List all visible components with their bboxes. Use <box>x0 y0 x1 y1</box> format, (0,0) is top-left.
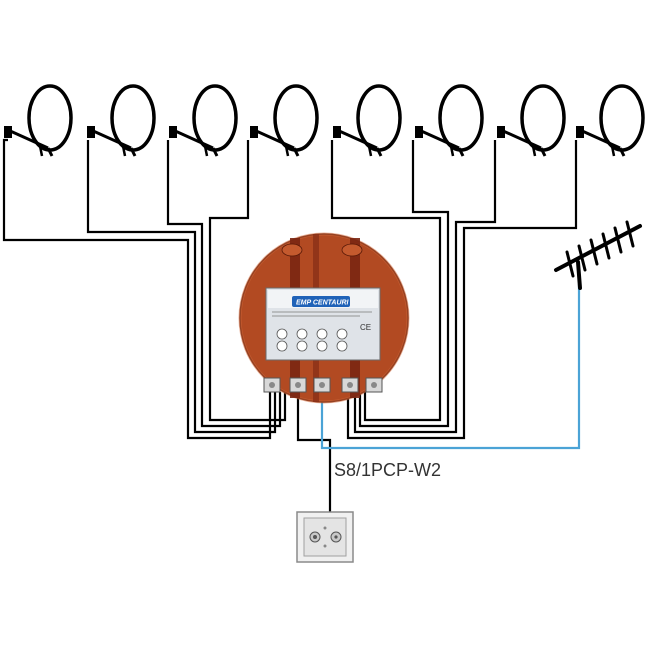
dish-5-icon <box>333 84 402 157</box>
ce-mark: CE <box>360 323 371 332</box>
f-connector-pin <box>295 382 301 388</box>
label-socket <box>316 340 328 352</box>
label-sockets <box>276 328 348 352</box>
dish-7-icon <box>497 84 566 157</box>
cable-output <box>296 392 332 512</box>
label-socket <box>296 340 308 352</box>
terrestrial-cable <box>320 284 581 450</box>
label-socket <box>336 340 348 352</box>
cable-dish-1 <box>2 138 272 440</box>
dish-2-icon <box>87 84 156 157</box>
brand-badge <box>292 296 350 307</box>
dish-4-icon <box>250 84 319 157</box>
f-connector-pin <box>371 382 377 388</box>
dish-6-icon <box>415 84 484 157</box>
f-connector-pin <box>319 382 325 388</box>
f-connectors <box>263 377 383 393</box>
label-socket <box>276 340 288 352</box>
label-socket <box>336 328 348 340</box>
dish-group <box>4 84 645 157</box>
label-socket <box>316 328 328 340</box>
dish-1-icon <box>4 84 73 157</box>
label-socket <box>276 328 288 340</box>
terrestrial-antenna-icon <box>554 220 642 290</box>
label-socket <box>296 328 308 340</box>
f-connector-pin <box>269 382 275 388</box>
cable-dish-5 <box>330 140 442 422</box>
f-connector-pin <box>347 382 353 388</box>
cable-dish-4 <box>208 140 287 422</box>
wall-outlet-icon <box>296 511 354 563</box>
cable-dish-6 <box>358 140 450 428</box>
dish-3-icon <box>169 84 238 157</box>
dish-8-icon <box>576 84 645 157</box>
cable-dish-8 <box>346 140 578 440</box>
brand-text: EMP CENTAURI <box>296 300 350 307</box>
multiswitch: EMP CENTAURI CE <box>238 232 410 404</box>
coax-cables <box>2 138 578 512</box>
cable-dish-7 <box>353 140 497 434</box>
switch-model-label: S8/1PCP-W2 <box>334 460 441 480</box>
